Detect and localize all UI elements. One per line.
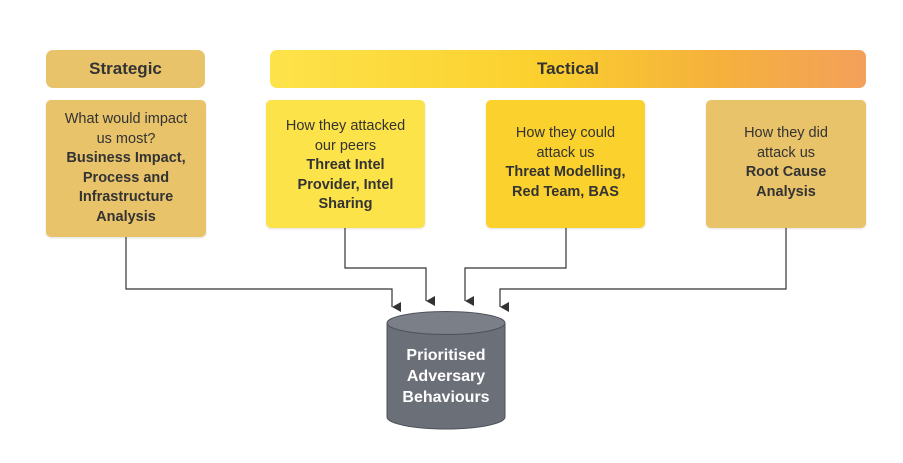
database-label-line: Prioritised: [406, 347, 486, 364]
card-answer: Root Cause Analysis: [745, 164, 827, 200]
strategic-header: Strategic: [46, 50, 205, 88]
connector-business-impact: [125, 237, 401, 312]
connector-attacked-peers: [344, 228, 435, 306]
database-label-line: Behaviours: [402, 389, 490, 406]
card-question: How they did attack us: [744, 125, 828, 161]
card-question: How they could attack us: [515, 125, 616, 161]
tactical-header-label: Tactical: [536, 59, 600, 78]
card-answer: Threat Intel Provider, Intel Sharing: [297, 157, 394, 212]
database-label-line: Adversary: [406, 368, 486, 385]
card-answer: Business Impact, Process and Infrastruct…: [66, 150, 186, 225]
card-question: What would impact us most?: [64, 111, 188, 147]
card-did-attack: How they did attack us Root Cause Analys…: [706, 100, 866, 228]
card-question: How they attacked our peers: [285, 118, 406, 154]
strategic-header-label: Strategic: [89, 59, 162, 78]
tactical-header: Tactical: [270, 50, 866, 88]
database-cylinder: [386, 311, 506, 430]
connector-could-attack: [464, 228, 567, 306]
card-could-attack: How they could attack us Threat Modellin…: [486, 100, 645, 228]
database-label: Prioritised Adversary Behaviours: [386, 345, 506, 408]
card-answer: Threat Modelling, Red Team, BAS: [505, 164, 626, 200]
card-business-impact: What would impact us most? Business Impa…: [46, 100, 206, 237]
connector-did-attack: [499, 228, 787, 312]
card-attacked-peers: How they attacked our peers Threat Intel…: [266, 100, 425, 228]
